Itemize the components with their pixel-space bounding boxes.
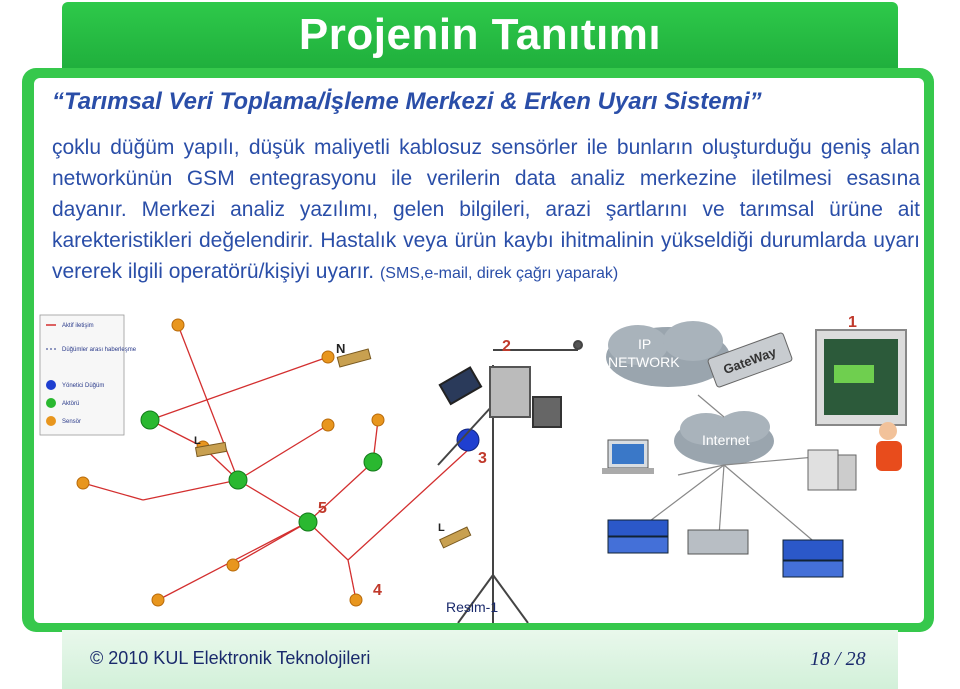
- sensor-nodes: [76, 318, 385, 607]
- device-icon-l2: L: [438, 522, 472, 549]
- sensor-node: [349, 593, 363, 607]
- sensor-node: [226, 558, 240, 572]
- legend-label-yonetici: Yönetici Düğüm: [62, 383, 104, 389]
- label-3: 3: [478, 450, 487, 467]
- legend-label-aktif: Aktif iletişim: [62, 323, 94, 329]
- legend-item-sensor: Sensör: [46, 416, 81, 426]
- svg-text:Internet: Internet: [702, 432, 750, 448]
- sensor-node: [371, 413, 385, 427]
- actuator-node: [228, 470, 248, 490]
- sensor-node: [321, 350, 335, 364]
- copyright-text: © 2010 KUL Elektronik Teknolojileri: [90, 648, 371, 668]
- svg-text:NETWORK: NETWORK: [608, 354, 680, 370]
- weather-station-icon: [437, 340, 583, 623]
- actuator-nodes: [140, 410, 383, 532]
- system-diagram: Aktif iletişim Düğümler arası haberleşme…: [39, 314, 907, 623]
- label-1: 1: [848, 314, 857, 331]
- svg-text:IP: IP: [638, 336, 651, 352]
- server-icons: [607, 519, 844, 578]
- legend-label-aktor: Aktörü: [62, 401, 79, 407]
- title-bar: Projenin Tanıtımı: [62, 2, 898, 72]
- internet-cloud: Internet: [674, 411, 774, 465]
- manager-node: [456, 428, 480, 452]
- network-links: [82, 324, 469, 601]
- svg-text:N: N: [336, 341, 345, 356]
- slide-title: Projenin Tanıtımı: [298, 10, 662, 59]
- footer-bar: [62, 630, 898, 689]
- body-main-text: çoklu düğüm yapılı, düşük maliyetli kabl…: [52, 136, 920, 283]
- laptop-icon: [602, 439, 654, 474]
- page-total: 28: [845, 648, 866, 670]
- page-separator: /: [830, 648, 846, 670]
- page-number: 18 / 28: [810, 648, 866, 671]
- device-icon-n: N: [336, 341, 372, 368]
- central-monitor-icon: [815, 329, 907, 426]
- label-5: 5: [318, 500, 327, 517]
- body-small-text: (SMS,e-mail, direk çağrı yaparak): [379, 265, 619, 282]
- label-4: 4: [373, 582, 382, 599]
- slide-subtitle: “Tarımsal Veri Toplama/İşleme Merkezi & …: [52, 88, 762, 115]
- figure-caption: Resim-1: [446, 599, 498, 615]
- actuator-node: [140, 410, 160, 430]
- sensor-node: [151, 593, 165, 607]
- legend-item-aktif: Aktif iletişim: [46, 323, 94, 329]
- page-current: 18: [810, 648, 830, 670]
- legend-label-sensor: Sensör: [62, 419, 81, 425]
- ip-network-cloud: IP NETWORK: [606, 321, 730, 387]
- label-2: 2: [502, 338, 511, 355]
- desktop-icon: [807, 449, 857, 491]
- sensor-node: [76, 476, 90, 490]
- legend-item-dugumler: Düğümler arası haberleşme: [46, 347, 137, 353]
- legend: Aktif iletişim Düğümler arası haberleşme…: [39, 314, 137, 436]
- svg-text:L: L: [438, 522, 445, 534]
- sensor-node: [171, 318, 185, 332]
- actuator-node: [363, 452, 383, 472]
- legend-label-dugumler: Düğümler arası haberleşme: [62, 347, 137, 353]
- device-icon-l1: L: [194, 435, 228, 458]
- operator-person-icon: [876, 422, 902, 471]
- legend-item-yonetici: Yönetici Düğüm: [46, 380, 104, 390]
- body-text: çoklu düğüm yapılı, düşük maliyetli kabl…: [52, 132, 920, 289]
- svg-text:L: L: [194, 435, 201, 447]
- sensor-node: [321, 418, 335, 432]
- legend-item-aktor: Aktörü: [46, 398, 79, 408]
- actuator-node: [298, 512, 318, 532]
